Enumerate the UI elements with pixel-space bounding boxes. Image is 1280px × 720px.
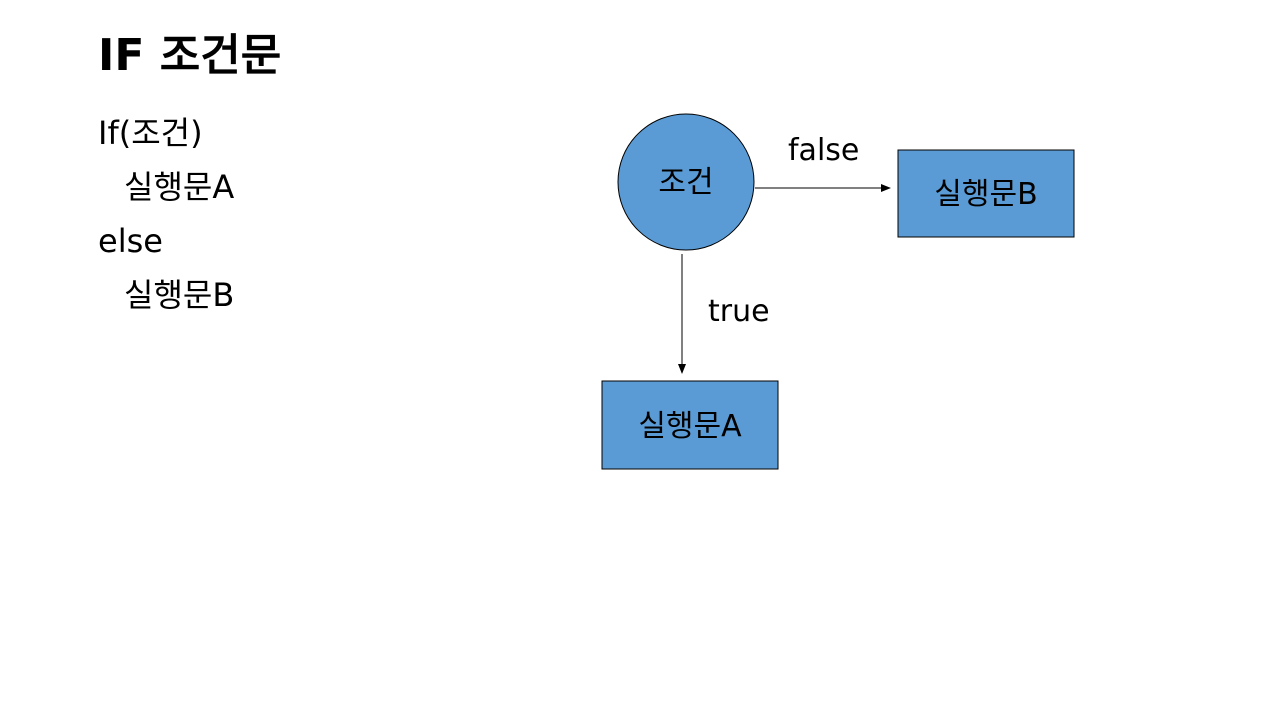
code-block: If(조건) 실행문A else 실행문B [98,106,234,322]
code-line-else: else [98,222,163,260]
code-line-if: If(조건) [98,114,203,152]
condition-node [617,113,755,251]
statement-b-box [897,149,1075,238]
slide-title: IF 조건문 [98,30,282,81]
code-line-statement-b: 실행문B [124,276,235,314]
false-label: false [788,133,859,168]
code-line-statement-a: 실행문A [124,168,235,206]
statement-a-box-label: 실행문A [638,409,742,444]
condition-label: 조건 [658,165,713,200]
statement-a-box [601,380,779,470]
true-label: true [708,294,770,329]
statement-b-box-label: 실행문B [934,177,1037,212]
